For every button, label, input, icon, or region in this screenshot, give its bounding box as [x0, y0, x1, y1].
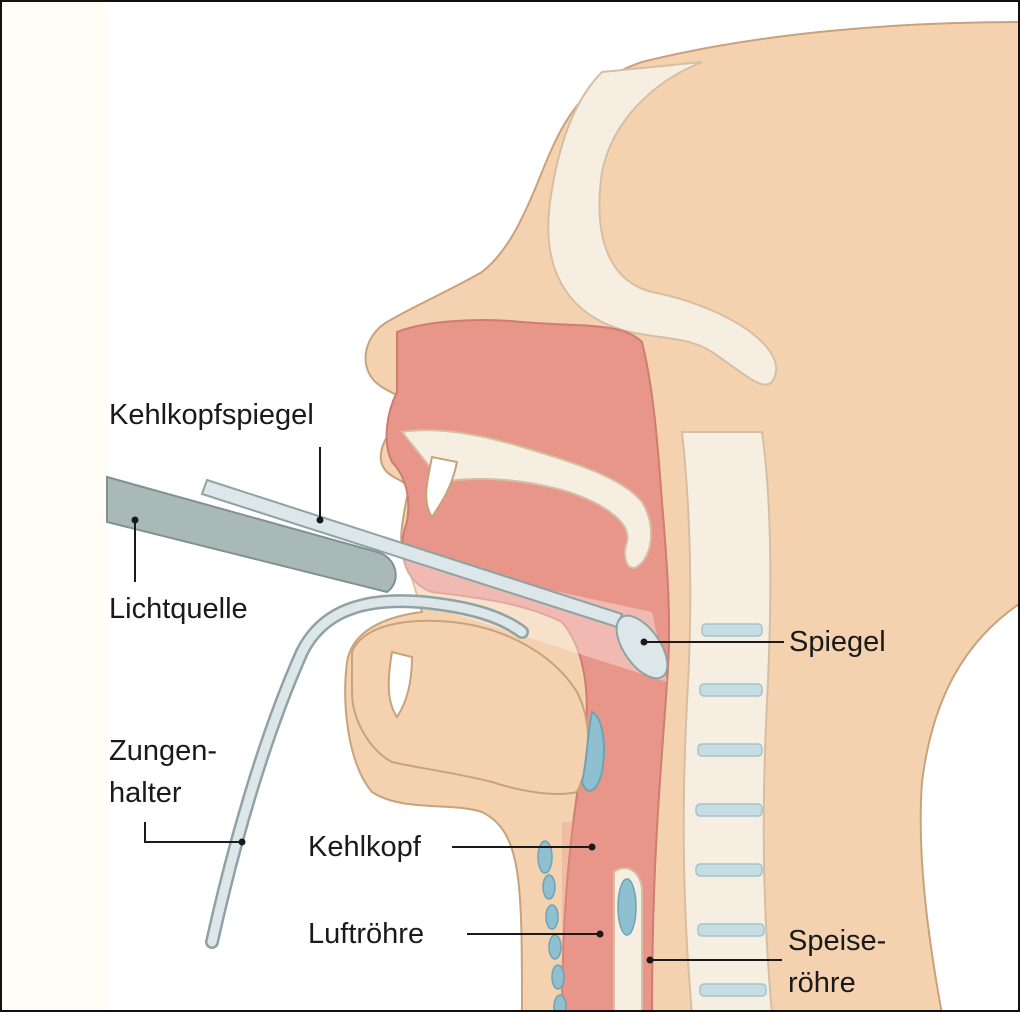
label-spiegel: Spiegel	[789, 625, 886, 659]
label-zungenhalter-line2: halter	[109, 776, 182, 810]
label-speiseroehre-line1: Speise-	[788, 924, 886, 958]
label-lichtquelle: Lichtquelle	[109, 592, 248, 626]
label-kehlkopf: Kehlkopf	[308, 830, 421, 864]
label-zungenhalter-line1: Zungen-	[109, 734, 217, 768]
background-strip	[2, 2, 107, 1012]
spine	[682, 432, 772, 1012]
label-luftroehre: Luftröhre	[308, 917, 424, 951]
esophagus-entry	[618, 879, 636, 935]
label-kehlkopfspiegel: Kehlkopfspiegel	[109, 398, 314, 432]
label-speiseroehre-line2: röhre	[788, 966, 856, 1000]
